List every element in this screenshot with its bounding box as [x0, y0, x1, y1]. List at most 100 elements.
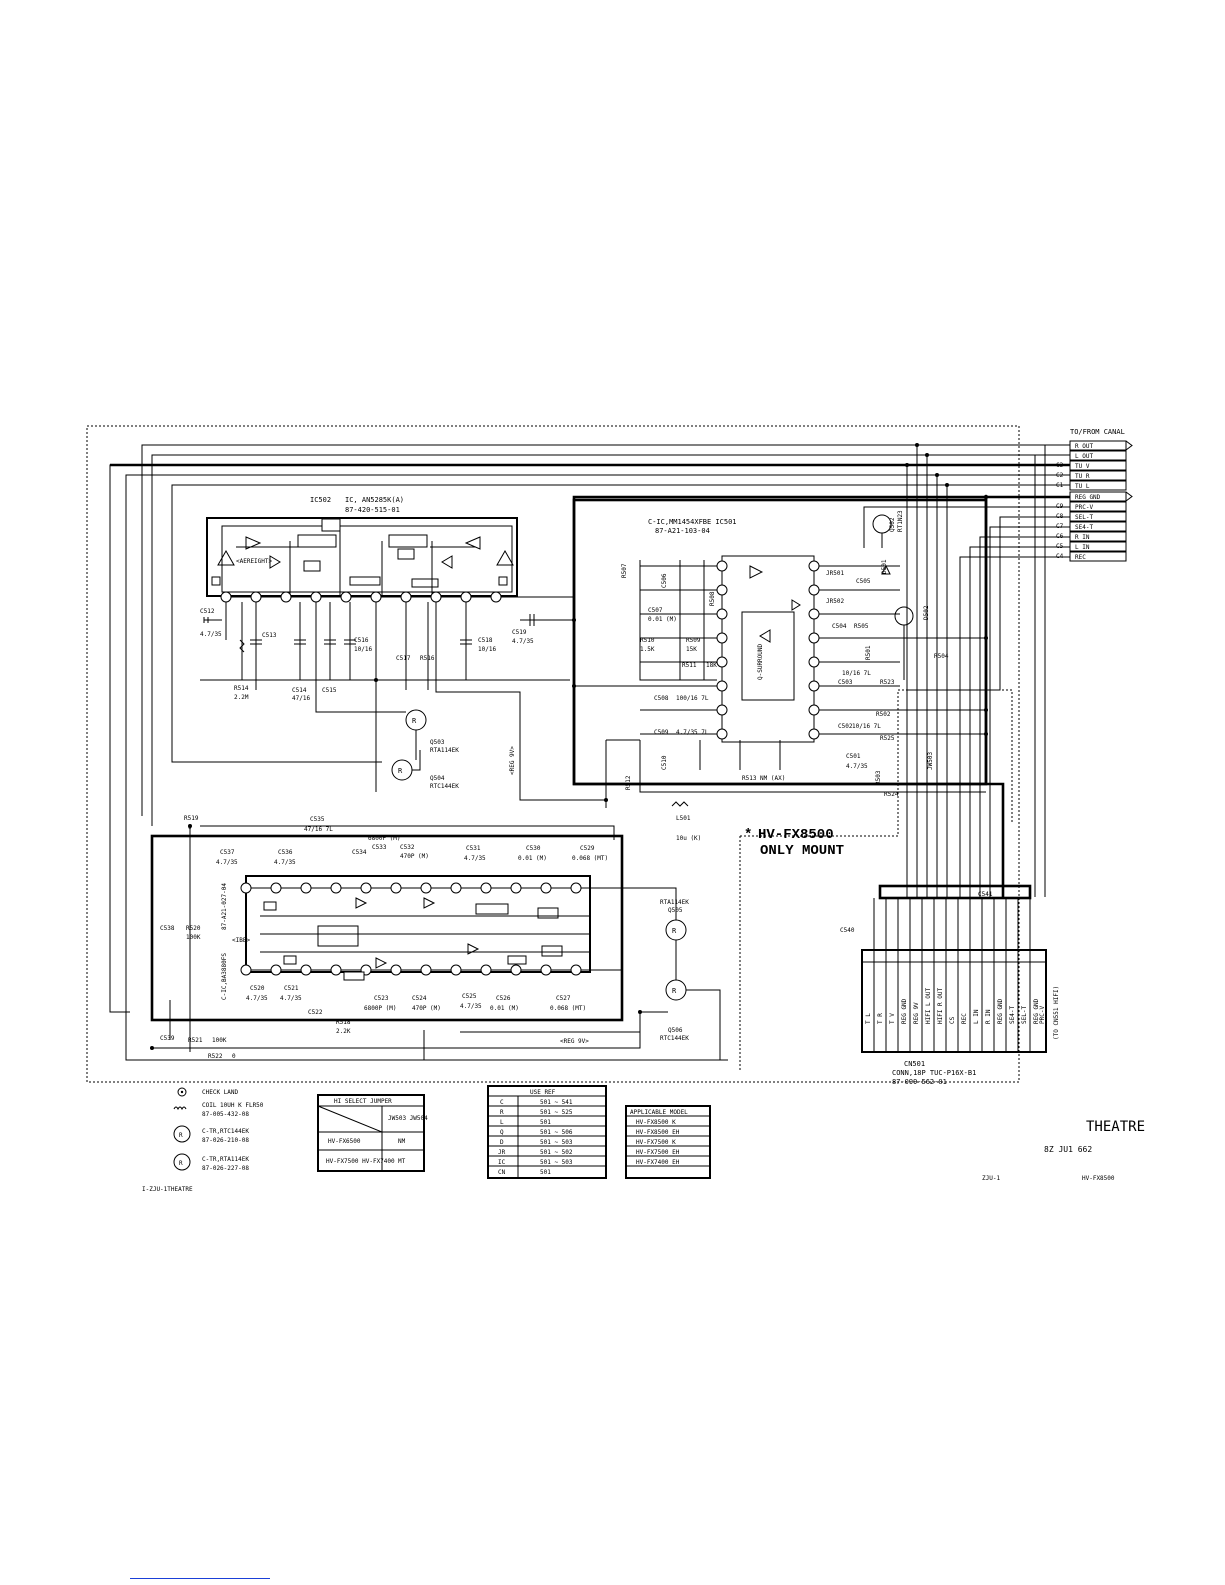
svg-text:0.01 (M): 0.01 (M): [648, 616, 677, 623]
svg-text:0.01 (M): 0.01 (M): [490, 1005, 519, 1012]
svg-text:47/16 7L: 47/16 7L: [304, 826, 333, 833]
svg-text:501 ~ 506: 501 ~ 506: [540, 1129, 573, 1136]
svg-text:L: L: [500, 1119, 504, 1126]
svg-text:D: D: [500, 1139, 504, 1146]
svg-text:<REG 9V>: <REG 9V>: [560, 1038, 589, 1045]
svg-text:R504: R504: [934, 653, 949, 660]
svg-text:R OUT: R OUT: [1075, 443, 1093, 450]
svg-text:501: 501: [540, 1169, 551, 1176]
svg-text:JR: JR: [498, 1149, 506, 1156]
svg-text:CHECK LAND: CHECK LAND: [202, 1089, 239, 1096]
svg-text:<REG 9V>: <REG 9V>: [509, 746, 516, 775]
svg-text:87-005-432-08: 87-005-432-08: [202, 1111, 249, 1118]
svg-text:C521: C521: [284, 985, 299, 992]
svg-text:87-026-210-08: 87-026-210-08: [202, 1137, 249, 1144]
svg-text:R522: R522: [208, 1053, 223, 1060]
svg-text:R505: R505: [854, 623, 869, 630]
svg-text:R503: R503: [875, 770, 882, 785]
svg-text:4.7/35: 4.7/35: [216, 859, 238, 866]
svg-text:CN501: CN501: [904, 1060, 925, 1068]
svg-text:T R: T R: [877, 1013, 884, 1024]
svg-text:4.7/35: 4.7/35: [464, 855, 486, 862]
svg-text:501 ~ 503: 501 ~ 503: [540, 1159, 573, 1166]
svg-text:C507: C507: [648, 607, 663, 614]
svg-text:REG 9V: REG 9V: [913, 1002, 920, 1024]
svg-text:USE REF: USE REF: [530, 1089, 556, 1096]
svg-text:ONLY MOUNT: ONLY MOUNT: [760, 843, 844, 859]
svg-text:C: C: [500, 1099, 504, 1106]
svg-text:(TO CN551 HIFI): (TO CN551 HIFI): [1053, 986, 1060, 1040]
svg-text:IC502: IC502: [310, 496, 331, 504]
svg-text:R IN: R IN: [985, 1009, 992, 1024]
svg-text:RTA114EK: RTA114EK: [660, 899, 689, 906]
svg-text:C517: C517: [396, 655, 411, 662]
svg-text:JR502: JR502: [826, 598, 844, 605]
svg-text:SEL-T: SEL-T: [1021, 1006, 1028, 1024]
svg-text:HV-FX8500: HV-FX8500: [1082, 1175, 1115, 1182]
svg-text:R507: R507: [621, 563, 628, 578]
svg-text:HI SELECT JUMPER: HI SELECT JUMPER: [334, 1098, 392, 1105]
svg-text:RTA114EK: RTA114EK: [430, 747, 459, 754]
svg-text:C520: C520: [250, 985, 265, 992]
svg-text:MT: MT: [398, 1158, 406, 1165]
svg-text:T L: T L: [865, 1013, 872, 1024]
ic503-passives: R519 0 C535 47/16 7L 6800P (M) C533 C532…: [152, 739, 701, 1061]
models-table: APPLICABLE MODEL HV-FX8500 K HV-FX8500 E…: [625, 1105, 711, 1179]
svg-text:NM: NM: [398, 1138, 406, 1145]
svg-text:R518: R518: [336, 1019, 351, 1026]
svg-text:87-420-515-01: 87-420-515-01: [345, 506, 400, 514]
canal-pin: L OUT: [1069, 450, 1127, 461]
svg-text:L IN: L IN: [1075, 544, 1090, 551]
svg-text:D502: D502: [923, 605, 930, 620]
svg-text:REC: REC: [961, 1013, 968, 1024]
svg-text:HV-FX7500 HV-FX7400: HV-FX7500 HV-FX7400: [326, 1158, 395, 1165]
svg-text:C-TR,RTC144EK: C-TR,RTC144EK: [202, 1128, 249, 1135]
svg-text:C518: C518: [478, 637, 493, 644]
svg-text:C529: C529: [580, 845, 595, 852]
svg-text:R519: R519: [184, 815, 199, 822]
svg-text:100K: 100K: [186, 934, 201, 941]
svg-text:C-IC,MM1454XFBE IC501: C-IC,MM1454XFBE IC501: [648, 518, 737, 526]
svg-text:C533: C533: [372, 844, 387, 851]
svg-text:87-099-562-01: 87-099-562-01: [892, 1078, 947, 1086]
svg-text:0.068 (MT): 0.068 (MT): [572, 855, 608, 862]
svg-text:RTC144EK: RTC144EK: [660, 1035, 689, 1042]
svg-text:100/16 7L: 100/16 7L: [676, 695, 709, 702]
svg-text:C503: C503: [838, 679, 853, 686]
svg-text:R509: R509: [686, 637, 701, 644]
junction-dots: [150, 443, 989, 1050]
sheet-title: THEATRE: [1086, 1119, 1145, 1135]
svg-text:C535: C535: [310, 816, 325, 823]
svg-text:R511: R511: [682, 662, 697, 669]
svg-text:C537: C537: [220, 849, 235, 856]
svg-text:Q506: Q506: [668, 1027, 683, 1034]
svg-text:C506: C506: [661, 573, 668, 588]
q502-transistor: [872, 514, 914, 680]
svg-text:TU L: TU L: [1075, 483, 1090, 490]
svg-text:C534: C534: [352, 849, 367, 856]
svg-text:4.7/35: 4.7/35: [280, 995, 302, 1002]
hv-fx8500-note: * HV-FX8500 ONLY MOUNT: [744, 827, 844, 859]
svg-text:R521: R521: [188, 1037, 203, 1044]
ic501-passives: R507 C506 C507 0.01 (M) R510 1.5K R509 1…: [621, 510, 949, 798]
svg-text:COIL 10UH K FLR50: COIL 10UH K FLR50: [202, 1102, 264, 1109]
svg-text:HV-FX7500 EH: HV-FX7500 EH: [636, 1149, 680, 1156]
svg-text:501 ~ 541: 501 ~ 541: [540, 1099, 573, 1106]
svg-text:R502: R502: [876, 711, 891, 718]
svg-text:R516: R516: [420, 655, 435, 662]
svg-text:6800P (M): 6800P (M): [368, 835, 401, 842]
svg-text:4.7/35: 4.7/35: [246, 995, 268, 1002]
board-border: [86, 425, 1020, 1083]
svg-text:HV-FX8500 EH: HV-FX8500 EH: [636, 1129, 680, 1136]
svg-text:HIFI L OUT: HIFI L OUT: [925, 987, 932, 1024]
svg-text:501: 501: [540, 1119, 551, 1126]
svg-text:HV-FX8500 K: HV-FX8500 K: [636, 1119, 676, 1126]
svg-text:C524: C524: [412, 995, 427, 1002]
svg-text:HV-FX7500 K: HV-FX7500 K: [636, 1139, 676, 1146]
svg-text:Q503: Q503: [430, 739, 445, 746]
svg-text:C540: C540: [840, 927, 855, 934]
svg-text:REG GND: REG GND: [901, 998, 908, 1024]
ic501-block: C-IC,MM1454XFBE IC501 87-A21-103-04 Q-SU…: [572, 498, 988, 793]
footer-link-underline[interactable]: [130, 1578, 270, 1579]
